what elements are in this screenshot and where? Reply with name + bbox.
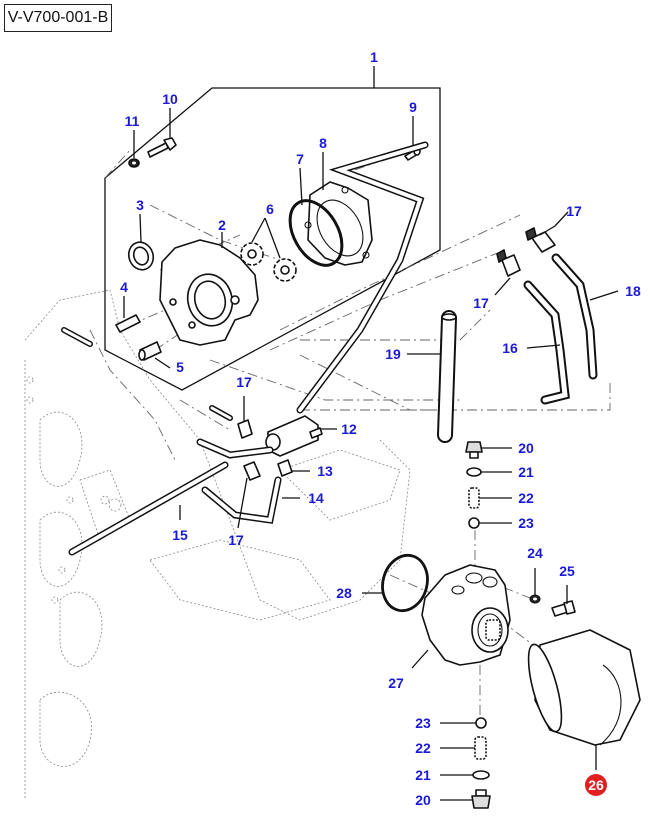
part-4-pin[interactable] [115,314,141,333]
part-22-spring-upper[interactable] [468,487,480,509]
part-17-fitting-left[interactable] [209,405,253,439]
callout-17-lower[interactable]: 17 [228,532,244,548]
oil-feed-tube [296,141,429,414]
callout-12[interactable]: 12 [341,421,357,437]
engine-block-outline [24,289,411,800]
callout-labels: 1 2 3 4 5 6 7 8 9 10 11 12 13 14 15 16 1… [120,49,641,808]
callout-26-highlight-badge[interactable] [585,774,607,796]
callout-23-lower[interactable]: 23 [415,715,431,731]
part-5-dowel[interactable] [138,341,162,361]
part-3-seal[interactable] [125,239,157,274]
part-26-oil-filter[interactable] [522,629,641,746]
part-16-hose[interactable] [523,280,570,405]
part-11-washer[interactable] [128,158,140,168]
part-17-fitting-upper[interactable] [525,227,556,253]
callout-23-upper[interactable]: 23 [518,515,534,531]
callout-20-lower[interactable]: 20 [415,792,431,808]
part-18-hose[interactable] [551,253,598,380]
part-17-fitting-middle[interactable] [496,249,521,277]
callout-10[interactable]: 10 [162,91,178,107]
part-6-gears[interactable] [240,242,297,282]
part-21-o-ring-lower[interactable] [472,770,490,780]
part-23-ball-lower[interactable] [475,717,487,729]
callout-22-upper[interactable]: 22 [518,490,534,506]
callout-9[interactable]: 9 [409,99,417,115]
part-12-banjo-block[interactable] [265,415,323,457]
part-14-tube[interactable] [201,476,282,524]
callout-1[interactable]: 1 [370,49,378,65]
diagram-reference-code: V-V700-001-B [4,4,112,32]
part-25-bolt[interactable] [551,600,576,617]
leader-lines [123,66,619,801]
callout-16[interactable]: 16 [502,340,518,356]
part-27-filter-head[interactable] [421,564,511,666]
part-15-tube[interactable] [68,461,229,556]
callout-11[interactable]: 11 [125,113,140,129]
part-13-fitting[interactable] [277,459,293,477]
callout-27[interactable]: 27 [388,675,404,691]
callout-17-upper-right[interactable]: 17 [566,203,582,219]
callout-5[interactable]: 5 [176,359,184,375]
callout-17-left[interactable]: 17 [236,374,252,390]
pump-group-frame [104,87,441,391]
part-2-pump-body[interactable] [159,239,259,346]
part-22-spring-lower[interactable] [474,736,487,760]
callout-15[interactable]: 15 [172,527,188,543]
callout-21-lower[interactable]: 21 [415,767,431,783]
callout-17-middle[interactable]: 17 [473,295,489,311]
callout-7[interactable]: 7 [296,151,304,167]
part-23-ball-upper[interactable] [468,517,480,529]
part-7-o-ring[interactable] [279,192,352,275]
callout-18[interactable]: 18 [625,283,641,299]
callout-4[interactable]: 4 [120,279,128,295]
callout-6[interactable]: 6 [266,201,274,217]
callout-14[interactable]: 14 [308,490,324,506]
callout-28[interactable]: 28 [336,585,352,601]
callout-8[interactable]: 8 [319,135,327,151]
callout-25[interactable]: 25 [559,563,575,579]
part-19-pipe[interactable] [437,310,457,443]
part-21-o-ring-upper[interactable] [466,467,482,477]
part-8-cover[interactable] [304,181,373,266]
part-17-fitting-lower[interactable] [243,461,261,481]
callout-3[interactable]: 3 [136,197,144,213]
part-10-bolt[interactable] [147,137,177,158]
callout-2[interactable]: 2 [218,217,226,233]
callout-24[interactable]: 24 [527,545,543,561]
part-20-plug-lower[interactable] [471,789,491,809]
callout-13[interactable]: 13 [317,463,333,479]
part-28-o-ring[interactable] [377,550,434,615]
callout-19[interactable]: 19 [385,346,401,362]
callout-26[interactable]: 26 [588,777,604,793]
callout-20-upper[interactable]: 20 [518,440,534,456]
callout-22-lower[interactable]: 22 [415,740,431,756]
part-24-washer[interactable] [529,594,541,604]
callout-21-upper[interactable]: 21 [518,464,534,480]
part-20-plug-upper[interactable] [465,441,483,459]
